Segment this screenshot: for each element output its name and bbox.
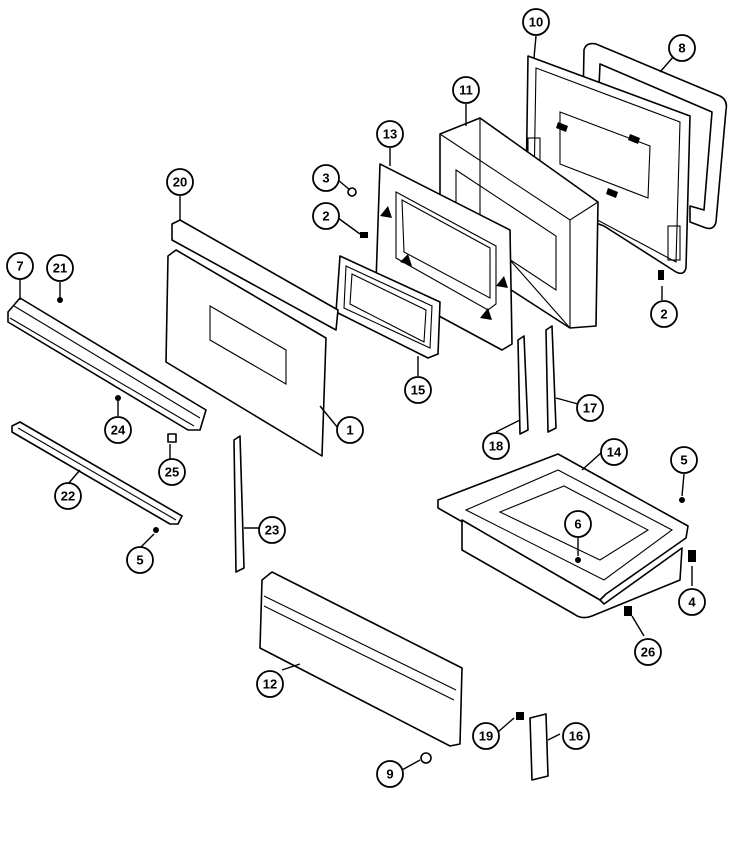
callout-23: 23: [258, 516, 286, 544]
svg-text:8: 8: [678, 41, 685, 56]
callout-19: 19: [472, 722, 500, 750]
svg-text:7: 7: [16, 259, 23, 274]
callout-4: 4: [678, 588, 706, 616]
leader-lines: [19, 35, 693, 771]
callout-14: 14: [600, 438, 628, 466]
svg-text:15: 15: [411, 383, 425, 398]
callout-11: 11: [452, 76, 480, 104]
callout-21: 21: [46, 254, 74, 282]
svg-text:9: 9: [386, 767, 393, 782]
svg-text:1: 1: [346, 423, 353, 438]
callout-6: 6: [564, 510, 592, 538]
part-18-vertical-strip: [517, 335, 529, 435]
callout-22: 22: [54, 482, 82, 510]
svg-text:26: 26: [641, 645, 655, 660]
part-17-vertical-strip: [545, 325, 557, 433]
svg-text:16: 16: [569, 729, 583, 744]
svg-text:2: 2: [322, 209, 329, 224]
svg-text:21: 21: [53, 261, 67, 276]
callout-5-right: 5: [670, 446, 698, 474]
callout-7: 7: [6, 252, 34, 280]
svg-text:25: 25: [165, 465, 179, 480]
part-20-glass: [171, 219, 339, 331]
part-22-lower-trim: [11, 421, 183, 525]
part-14-drawer: [437, 453, 689, 619]
small-hardware: [57, 187, 696, 764]
callout-8: 8: [668, 34, 696, 62]
svg-text:23: 23: [265, 523, 279, 538]
svg-text:18: 18: [489, 439, 503, 454]
callout-15: 15: [404, 376, 432, 404]
svg-text:24: 24: [111, 423, 126, 438]
part-10-inner-door-liner: [525, 55, 691, 275]
callout-10: 10: [522, 8, 550, 36]
callout-25: 25: [158, 458, 186, 486]
svg-text:11: 11: [459, 83, 473, 98]
callout-17: 17: [576, 394, 604, 422]
part-16-end-cap: [529, 713, 549, 781]
callout-16: 16: [562, 722, 590, 750]
part-23-side-strip: [233, 435, 245, 573]
callout-3: 3: [312, 164, 340, 192]
callout-20: 20: [166, 168, 194, 196]
callout-24: 24: [104, 416, 132, 444]
svg-text:10: 10: [529, 15, 543, 30]
svg-text:4: 4: [688, 595, 696, 610]
svg-text:20: 20: [173, 175, 187, 190]
part-13-inner-door-panel: [375, 163, 513, 351]
svg-text:19: 19: [479, 729, 493, 744]
callout-5-left: 5: [126, 546, 154, 574]
svg-text:13: 13: [383, 127, 397, 142]
callout-2-left: 2: [312, 202, 340, 230]
svg-text:12: 12: [263, 677, 277, 692]
svg-text:5: 5: [136, 553, 143, 568]
svg-text:6: 6: [574, 517, 581, 532]
callout-13: 13: [376, 120, 404, 148]
part-15-window-frame: [335, 255, 441, 359]
svg-text:22: 22: [61, 489, 75, 504]
callout-9: 9: [376, 760, 404, 788]
part-12-drawer-front: [259, 571, 463, 747]
svg-text:5: 5: [680, 453, 687, 468]
part-1-outer-door-panel: [165, 249, 327, 457]
svg-text:2: 2: [660, 307, 667, 322]
svg-text:3: 3: [322, 171, 329, 186]
callout-1: 1: [336, 416, 364, 444]
callout-2-right: 2: [650, 300, 678, 328]
callout-26: 26: [634, 638, 662, 666]
svg-text:17: 17: [583, 401, 597, 416]
callout-18: 18: [482, 432, 510, 460]
callout-12: 12: [256, 670, 284, 698]
svg-text:14: 14: [607, 445, 622, 460]
